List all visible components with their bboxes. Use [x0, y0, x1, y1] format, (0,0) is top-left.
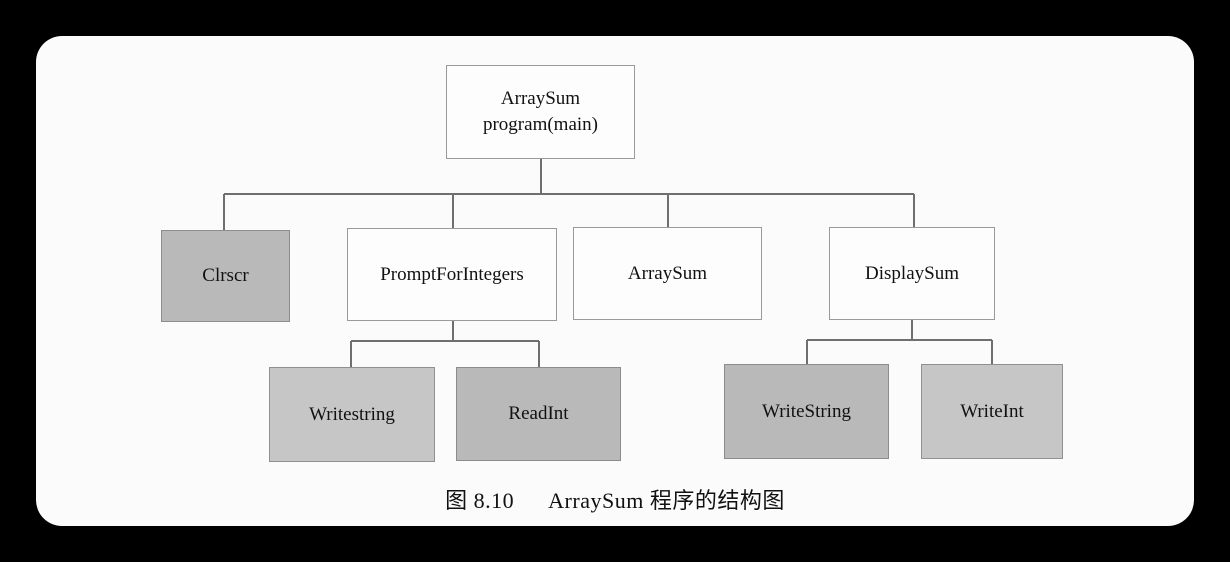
node-arraysum: ArraySum: [573, 227, 762, 320]
root-node-subtitle: program(main): [482, 114, 598, 135]
node-clrscr-label: Clrscr: [202, 265, 249, 286]
node-displaysum-label: DisplaySum: [865, 262, 959, 284]
connector-lines: [223, 158, 993, 368]
node-writestring-display: WriteString: [724, 364, 889, 459]
node-promptforintegers-label: PromptForIntegers: [380, 263, 524, 285]
node-writeint-label: WriteInt: [960, 400, 1024, 422]
node-writeint: WriteInt: [921, 364, 1063, 459]
figure-caption-text: ArraySum 程序的结构图: [548, 488, 785, 513]
root-node-arraysum-program: ArraySum program(main): [446, 65, 635, 159]
node-readint: ReadInt: [456, 367, 621, 461]
node-writestring: Writestring: [269, 367, 435, 462]
node-writestring-display-label: WriteString: [762, 400, 851, 422]
diagram-card: ArraySum program(main) Clrscr PromptForI…: [36, 36, 1194, 526]
node-displaysum: DisplaySum: [829, 227, 995, 320]
node-readint-label: ReadInt: [508, 403, 569, 424]
node-arraysum-label: ArraySum: [627, 262, 708, 284]
node-promptforintegers: PromptForIntegers: [347, 228, 557, 321]
figure-number: 图 8.10: [445, 488, 515, 513]
figure-caption: 图 8.10 ArraySum 程序的结构图: [36, 483, 1194, 515]
node-clrscr: Clrscr: [161, 230, 290, 322]
root-node-title: ArraySum: [500, 88, 581, 109]
node-writestring-label: Writestring: [309, 403, 395, 425]
